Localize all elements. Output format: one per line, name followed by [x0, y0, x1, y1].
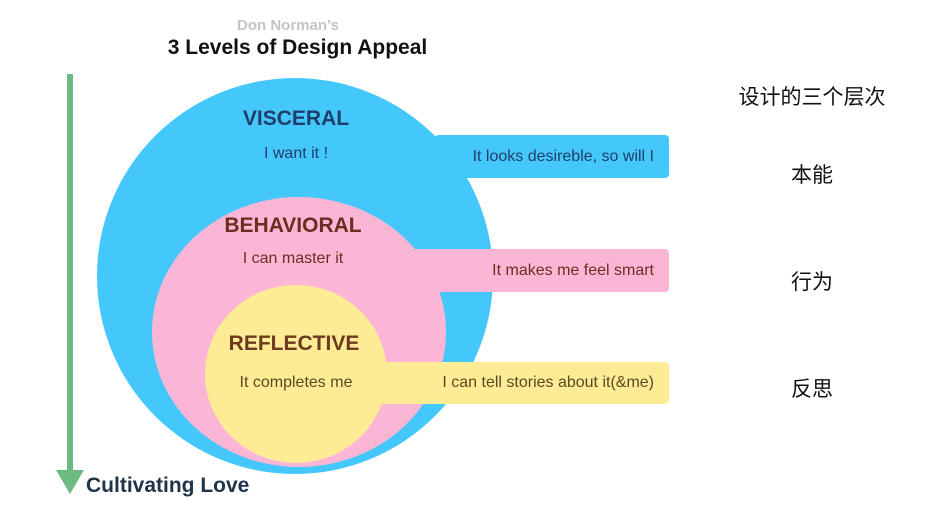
visceral-band: It looks desireble, so will I	[435, 135, 669, 178]
behavioral-subtitle: I can master it	[242, 250, 344, 267]
reflective-band-text: I can tell stories about it(&me)	[442, 374, 654, 391]
cn-label-behavioral: 行为	[791, 271, 833, 294]
down-arrow-icon	[56, 470, 84, 494]
visceral-subtitle: I want it !	[263, 145, 329, 162]
visceral-title: VISCERAL	[242, 107, 350, 130]
arrow-label: Cultivating Love	[86, 474, 250, 497]
down-arrow-shaft	[67, 74, 73, 472]
cn-label-visceral: 本能	[791, 164, 833, 187]
behavioral-title: BEHAVIORAL	[224, 214, 362, 237]
behavioral-band-text: It makes me feel smart	[492, 262, 654, 279]
cn-label-reflective: 反思	[791, 378, 833, 401]
reflective-band: I can tell stories about it(&me)	[360, 362, 669, 404]
reflective-circle	[205, 285, 387, 463]
cn-header: 设计的三个层次	[738, 86, 886, 109]
diagram-subtitle: Don Norman’s	[237, 17, 339, 34]
behavioral-band: It makes me feel smart	[410, 249, 669, 292]
diagram-title: 3 Levels of Design Appeal	[167, 36, 428, 59]
visceral-band-text: It looks desireble, so will I	[472, 148, 654, 165]
reflective-subtitle: It completes me	[239, 374, 353, 391]
reflective-title: REFLECTIVE	[228, 332, 360, 355]
